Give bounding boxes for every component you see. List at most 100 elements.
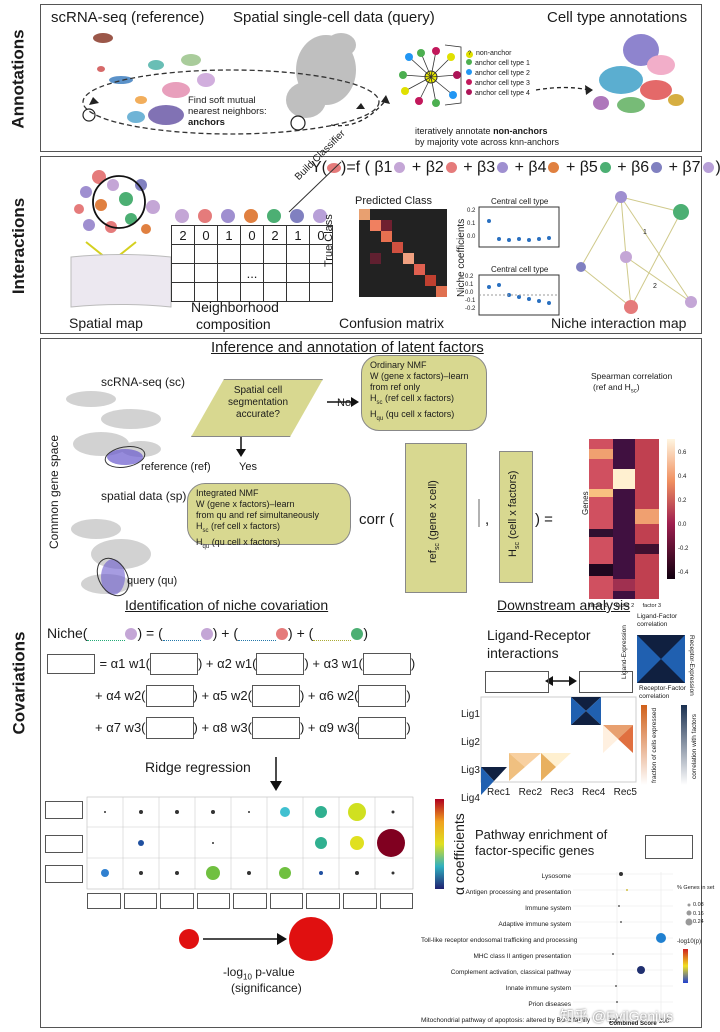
pathway-label: Prion diseases <box>528 1001 571 1008</box>
ref-matrix-label: refsc (gene x cell) <box>427 480 442 563</box>
pathway-title-2: factor-specific genes <box>475 843 595 858</box>
row-icon-2 <box>45 835 83 853</box>
confusion-matrix <box>359 209 447 297</box>
covariations-side-label: Covariations <box>9 631 29 735</box>
common-gene-space-label: Common gene space <box>47 434 61 549</box>
h-matrix-label: Hsc (cell x factors) <box>507 470 522 557</box>
ref-matrix-box <box>405 443 467 593</box>
receptor-factor-label: Receptor-Factor correlation <box>639 685 686 700</box>
interactions-illustration <box>70 161 697 316</box>
ridge-regression-label: Ridge regression <box>145 759 251 775</box>
pathway-label: Complement activation, classical pathway <box>450 969 571 976</box>
pathway-label: Antigen processing and presentation <box>465 889 571 896</box>
ligand-receptor-matrix <box>480 696 637 795</box>
integrated-nmf-box: Integrated NMF W (gene x factors)–learn … <box>187 483 351 550</box>
network-label-2: 2 <box>653 283 657 290</box>
network-label-1: 1 <box>643 229 647 236</box>
niche-equation: Niche() = () + () + () <box>47 625 368 641</box>
interactions-side-label: Interactions <box>9 197 29 295</box>
niche-network-nodes <box>576 191 697 314</box>
h-matrix-box <box>499 451 533 583</box>
celltype-umap <box>593 34 684 113</box>
spatial-umap <box>286 33 356 118</box>
interactions-panel: Y()=f ( β1 + β2 + β3 + β4 + β5 + β6 + β7… <box>40 128 720 334</box>
pathway-dots <box>612 872 666 1019</box>
corr-label: corr ( <box>359 511 394 528</box>
receptor-expression-label: Receptor-Expression <box>688 635 695 696</box>
scrna-title: scRNA-seq (reference) <box>51 9 205 26</box>
sc-label: scRNA-seq (sc) <box>101 375 186 389</box>
legend-dot-icon <box>466 89 472 95</box>
lr-legend <box>637 635 685 683</box>
find-anchors-text-3: anchors <box>188 117 225 128</box>
alpha-dot-plot <box>86 796 414 890</box>
niche-coefficient-plots <box>478 206 560 316</box>
niche-covariation-title: Identification of niche covariation <box>125 597 329 613</box>
pathway-label: Immune system <box>525 905 571 912</box>
pathway-label: Mitochondrial pathway of apoptosis: alte… <box>421 1017 591 1024</box>
annotations-illustration <box>82 33 684 135</box>
niche-formula: Y()=f ( β1 + β2 + β3 + β4 + β5 + β6 + β7… <box>311 159 720 177</box>
column-icons <box>87 893 414 909</box>
pathway-label: Innate immune system <box>505 985 571 992</box>
legend-dot-icon <box>466 59 472 65</box>
legend-item: anchor cell type 1 <box>466 59 530 69</box>
segmentation-question: Spatial cell segmentation accurate? <box>227 385 289 420</box>
no-label: No <box>337 397 352 409</box>
knn-star <box>399 44 462 107</box>
yes-label: Yes <box>239 461 257 473</box>
row-icon-1 <box>45 801 83 819</box>
ligand-factor-label: Ligand-Factor correlation <box>637 613 678 628</box>
genes-axis-label: Genes <box>581 491 590 515</box>
ref-label: reference (ref) <box>141 461 211 473</box>
pathway-label: Lysosome <box>541 873 571 880</box>
pathway-icon <box>645 835 693 859</box>
neighborhood-icon-row <box>175 209 327 228</box>
legend-item: ?non-anchor <box>466 50 512 58</box>
equals-label: ) = <box>535 511 553 528</box>
spearman-title-1: Spearman correlation <box>591 371 673 381</box>
spatial-title: Spatial single-cell data (query) <box>233 9 435 26</box>
equation-row-3: + α7 w3() + α8 w3() + α9 w3() <box>95 717 411 739</box>
cell-icon <box>327 162 341 173</box>
lr-icon-right <box>579 671 633 693</box>
downstream-title: Downstream analysis <box>497 597 631 613</box>
ordinary-nmf-box: Ordinary NMF W (gene x factors)–learn fr… <box>361 355 487 431</box>
lr-icon-left <box>485 671 549 693</box>
central-cell-type-label-1: Central cell type <box>491 197 549 206</box>
watermark: 知乎 @EvilGenius <box>560 1008 674 1024</box>
legend-item: anchor cell type 3 <box>466 79 530 89</box>
combined-score-label: Combined Score <box>609 1021 657 1027</box>
predicted-class-label: Predicted Class <box>355 195 433 207</box>
celltype-title: Cell type annotations <box>547 9 688 26</box>
row-icon-3 <box>45 865 83 883</box>
comma-label: , <box>485 511 490 528</box>
iterate-text: iteratively annotate non-anchors <box>415 126 548 136</box>
ligand-expression-label: Ligand-Expression <box>621 625 628 679</box>
legend-item: anchor cell type 4 <box>466 89 530 99</box>
niche-network <box>580 196 692 308</box>
find-anchors-text-2: nearest neighbors: <box>188 106 267 117</box>
spearman-heatmap <box>589 439 659 599</box>
pathway-label: Toll-like receptor endosomal trafficking… <box>421 937 578 944</box>
majority-vote-text: by majority vote across knn-anchors <box>415 137 560 147</box>
lr-title-1: Ligand-Receptor <box>487 627 591 643</box>
niche-interaction-map-label: Niche interaction map <box>551 315 687 331</box>
fraction-expressed-label: fraction of cells expressed <box>651 707 658 783</box>
anchor-loop <box>82 69 380 135</box>
confusion-matrix-label: Confusion matrix <box>339 315 445 331</box>
lr-title-2: interactions <box>487 645 559 661</box>
find-anchors-text-1: Find soft mutual <box>188 95 256 106</box>
corr-factors-label: correlation with factors <box>691 713 698 779</box>
equation-row-2: + α4 w2() + α5 w2() + α6 w2() <box>95 685 411 707</box>
